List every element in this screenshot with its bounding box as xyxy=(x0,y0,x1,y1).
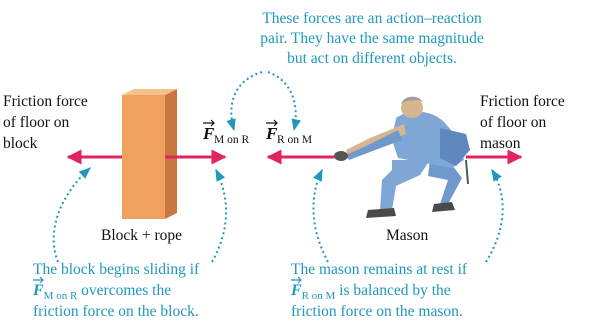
mason-apron xyxy=(440,128,470,166)
right-note-pointer-2 xyxy=(485,168,504,263)
left-label-line1: Friction force xyxy=(3,93,88,110)
top-pointer-left xyxy=(226,71,263,132)
right-note-line2-rest: is balanced by the xyxy=(335,282,450,299)
left-note-symbol: F xyxy=(32,282,44,299)
mason-caption: Mason xyxy=(386,227,428,244)
force-m-on-r-subscript: M on R xyxy=(214,134,249,146)
block-caption: Block + rope xyxy=(101,227,182,244)
block-front-face xyxy=(122,95,165,219)
left-label-line2: of floor on xyxy=(3,114,70,131)
mason-arm-front xyxy=(346,130,402,160)
mason-back-leg xyxy=(428,160,462,204)
right-friction-label: Friction force of floor on mason xyxy=(480,93,565,152)
mason-arm-back xyxy=(346,124,406,156)
left-note-pointer-1 xyxy=(52,167,91,263)
right-note-line1: The mason remains at rest if xyxy=(291,261,468,278)
left-label-line3: block xyxy=(3,135,38,152)
mason-front-leg xyxy=(380,160,430,210)
left-note-subscript: M on R xyxy=(44,290,78,302)
force-label-r-on-m: F R on M xyxy=(265,119,312,146)
mason-hair xyxy=(401,96,423,104)
right-label-line3: mason xyxy=(480,135,521,152)
block-top-face xyxy=(122,89,177,95)
right-note-subscript: R on M xyxy=(302,290,336,302)
mason-figure xyxy=(333,96,470,218)
right-note-line2: FR on M is balanced by the xyxy=(290,282,451,302)
force-r-on-m-subscript: R on M xyxy=(277,134,312,146)
top-note-line3: but act on different objects. xyxy=(287,50,457,67)
vector-arrow-icon xyxy=(291,276,302,284)
force-r-on-m-symbol: F xyxy=(265,124,278,143)
bottom-right-annotation: The mason remains at rest if FR on M is … xyxy=(290,261,468,320)
top-note-line2: pair. They have the same magnitude xyxy=(260,30,484,47)
block xyxy=(122,89,177,219)
mason-glove xyxy=(334,151,348,161)
right-note-pointer-1 xyxy=(312,168,329,263)
right-note-line3: friction force on the mason. xyxy=(291,303,463,320)
force-label-m-on-r: F M on R xyxy=(202,119,249,146)
bottom-left-annotation: The block begins sliding if FM on R over… xyxy=(32,261,200,320)
top-note-line1: These forces are an action–reaction xyxy=(262,10,482,27)
left-note-pointer-2 xyxy=(211,168,228,263)
force-m-on-r-symbol: F xyxy=(202,124,215,143)
right-note-symbol: F xyxy=(290,282,302,299)
mason-head xyxy=(401,98,423,118)
top-annotation: These forces are an action–reaction pair… xyxy=(260,10,484,67)
vector-arrow-icon xyxy=(33,276,44,284)
left-note-line2: FM on R overcomes the xyxy=(32,282,171,302)
left-note-line1: The block begins sliding if xyxy=(33,261,200,278)
mason-stool-leg xyxy=(465,159,469,185)
block-side-face xyxy=(165,89,177,219)
vector-arrow-icon xyxy=(266,119,278,127)
left-note-line3: friction force on the block. xyxy=(33,303,199,320)
left-note-line2-rest: overcomes the xyxy=(77,282,171,299)
right-label-line2: of floor on xyxy=(480,114,547,131)
vector-arrow-icon xyxy=(203,119,215,127)
mason-shoe-front xyxy=(366,208,396,218)
mason-shoe-back xyxy=(432,202,455,212)
top-pointer-right xyxy=(267,71,301,132)
left-friction-label: Friction force of floor on block xyxy=(3,93,88,152)
right-label-line1: Friction force xyxy=(480,93,565,110)
